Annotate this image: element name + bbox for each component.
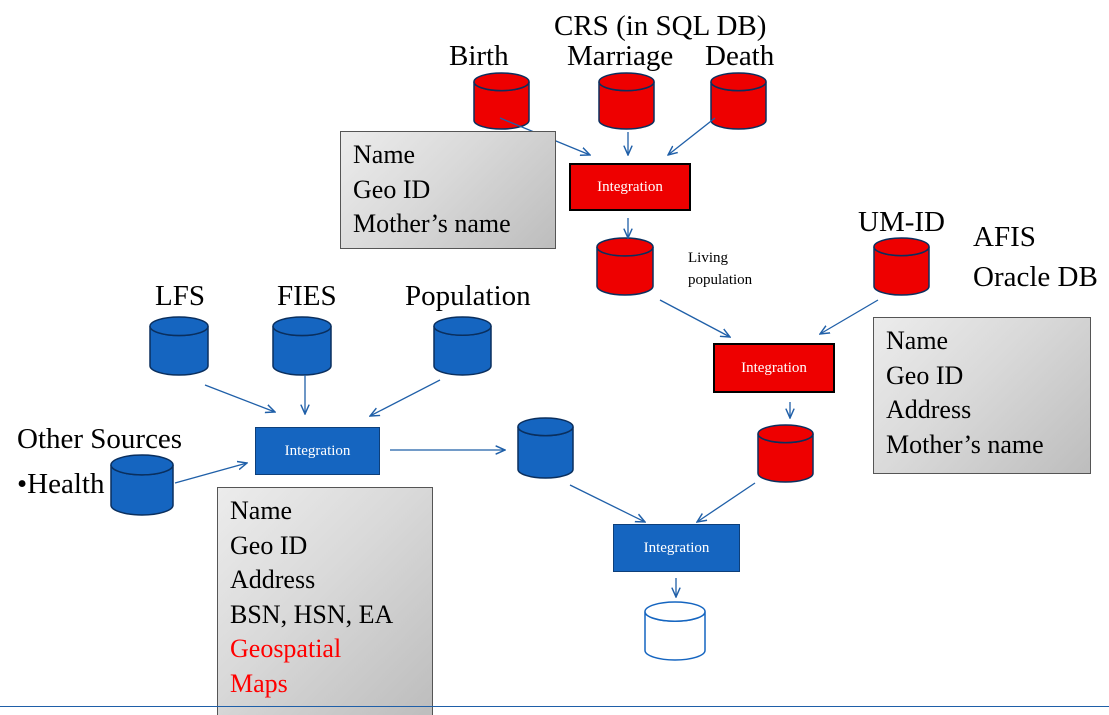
crs-fields-box: Name Geo ID Mother’s name: [340, 131, 556, 249]
crs-field-mothers-name: Mother’s name: [353, 209, 511, 239]
other-sources-title: Other Sources: [17, 423, 183, 455]
db-final-output-icon: [644, 601, 706, 661]
integration-final-label: Integration: [643, 539, 710, 556]
survey-field-address: Address: [230, 565, 316, 595]
living-label: Living: [688, 250, 728, 266]
db-population-icon: [433, 316, 492, 376]
fies-label: FIES: [277, 280, 337, 312]
death-label: Death: [705, 40, 775, 72]
afis-title: AFIS: [973, 221, 1036, 253]
population-label: Population: [405, 280, 531, 312]
integration-surveys: Integration: [255, 427, 380, 475]
arrow-population-to-integration: [370, 379, 441, 416]
survey-field-name: Name: [230, 496, 293, 525]
crs-field-geoid: Geo ID: [353, 174, 431, 204]
arrow-bluedb-to-integration: [569, 484, 645, 522]
survey-field-geoid: Geo ID: [230, 530, 308, 560]
afis-fields-box: Name Geo ID Address Mother’s name: [873, 317, 1091, 474]
db-death-icon: [710, 72, 767, 130]
db-birth-icon: [473, 72, 530, 130]
arrow-lfs-to-integration: [204, 384, 275, 412]
health-label: •Health: [17, 468, 105, 500]
db-fies-icon: [272, 316, 332, 376]
umid-label: UM-ID: [858, 206, 945, 238]
db-survey-output-icon: [517, 417, 574, 479]
afis-field-name: Name: [886, 326, 949, 355]
db-marriage-icon: [598, 72, 655, 130]
afis-field-geoid: Geo ID: [886, 360, 964, 390]
integration-crs: Integration: [569, 163, 691, 211]
arrow-living-to-integration: [659, 299, 730, 337]
integration-afis-label: Integration: [741, 359, 807, 376]
db-lfs-icon: [149, 316, 209, 376]
arrow-umid-to-integration: [820, 299, 879, 334]
integration-final: Integration: [613, 524, 740, 572]
living-population-label: Living population: [688, 248, 752, 292]
db-afis-output-icon: [757, 424, 814, 483]
survey-field-maps: Maps: [230, 668, 288, 698]
population-label-small: population: [688, 271, 753, 288]
survey-field-geospatial: Geospatial: [230, 634, 342, 664]
integration-crs-label: Integration: [597, 178, 663, 195]
db-umid-icon: [873, 237, 930, 296]
afis-field-address: Address: [886, 395, 972, 425]
crs-title: CRS (in SQL DB): [554, 10, 767, 42]
arrow-reddb-to-integration: [697, 482, 756, 522]
bottom-divider: [0, 706, 1109, 707]
integration-afis: Integration: [713, 343, 835, 393]
db-health-icon: [110, 454, 174, 516]
lfs-label: LFS: [155, 280, 205, 312]
crs-field-name: Name: [353, 140, 416, 169]
marriage-label: Marriage: [567, 40, 674, 72]
arrow-death-to-integration: [668, 117, 716, 155]
db-living-population-icon: [596, 237, 654, 296]
survey-fields-box: Name Geo ID Address BSN, HSN, EA Geospat…: [217, 487, 433, 715]
afis-field-mothers-name: Mother’s name: [886, 429, 1044, 459]
integration-surveys-label: Integration: [284, 442, 351, 459]
birth-label: Birth: [449, 40, 509, 72]
survey-field-codes: BSN, HSN, EA: [230, 599, 394, 629]
arrow-health-to-integration: [174, 463, 247, 484]
afis-subtitle: Oracle DB: [973, 261, 1098, 293]
